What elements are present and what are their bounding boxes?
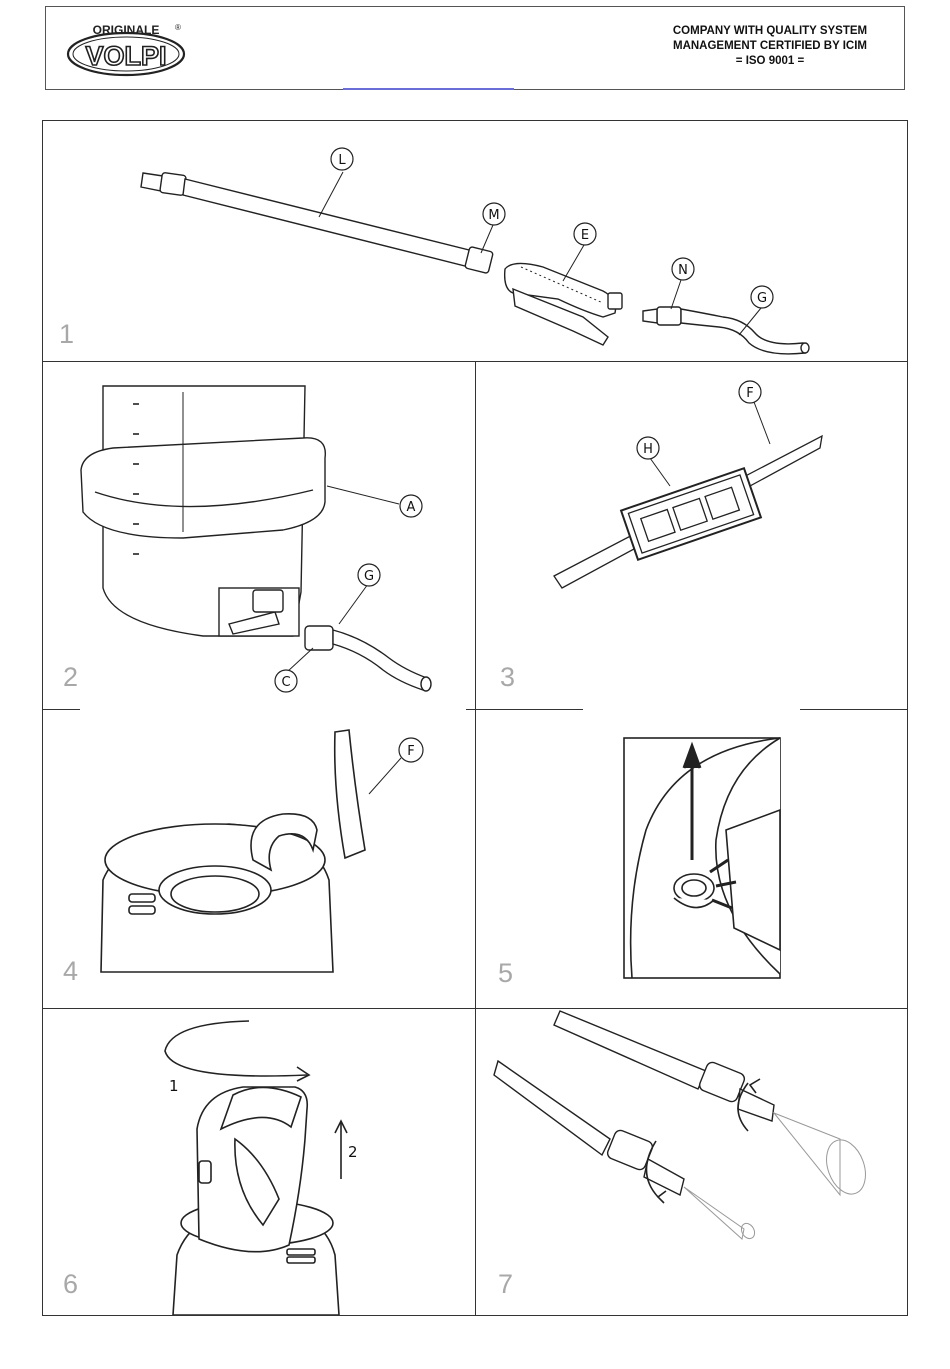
svg-text:M: M [488,208,499,223]
svg-text:E: E [581,228,589,243]
lance-assembly-illustration: L M E N G [43,121,907,361]
svg-text:A: A [407,500,416,515]
callout-C: C [275,670,297,692]
callout-E: E [574,223,596,245]
svg-text:N: N [678,263,688,278]
callout-G: G [751,286,773,308]
panel-6: 1 2 6 [43,1009,475,1315]
panel-number-4: 4 [63,956,78,987]
shoulder-strap-illustration: F H [476,362,907,709]
panel-7: 7 [476,1009,907,1315]
svg-text:C: C [281,675,290,690]
callout-F: F [739,381,761,403]
panel-number-3: 3 [500,662,515,693]
panel-1: L M E N G 1 [43,121,907,361]
cert-line-3: = ISO 9001 = [640,54,900,69]
svg-text:H: H [643,442,653,457]
svg-text:L: L [338,153,346,168]
svg-text:G: G [364,569,374,584]
header-accent-line [343,88,514,90]
callout-F-panel4: F [399,738,423,762]
volpi-logo: ORIGINALE ® VOLPI [66,21,186,77]
cert-line-2: MANAGEMENT CERTIFIED BY ICIM [640,39,900,54]
panel-number-2: 2 [63,662,78,693]
callout-L: L [331,148,353,170]
svg-text:ORIGINALE: ORIGINALE [93,23,160,37]
pump-removal-illustration: 1 2 [43,1009,475,1315]
panel-number-1: 1 [59,319,74,350]
step-1-label: 1 [169,1077,179,1095]
panel-number-5: 5 [498,958,513,989]
document-header: ORIGINALE ® VOLPI COMPANY WITH QUALITY S… [45,6,905,90]
svg-text:F: F [746,386,753,401]
panel-4: F 4 [43,710,475,1008]
step-2-label: 2 [348,1143,358,1161]
callout-H: H [637,437,659,459]
svg-text:®: ® [175,23,181,32]
svg-text:G: G [757,291,767,306]
panel-number-7: 7 [498,1269,513,1300]
panel-2: A G C 2 [43,362,475,709]
panel-5: 5 [476,710,907,1008]
panel-3: F H 3 [476,362,907,709]
callout-N: N [672,258,694,280]
certification-text: COMPANY WITH QUALITY SYSTEM MANAGEMENT C… [640,24,900,69]
tank-base-illustration: A G C [43,362,475,709]
callout-A: A [400,495,422,517]
callout-G-panel2: G [358,564,380,586]
svg-text:F: F [407,744,414,759]
cert-line-1: COMPANY WITH QUALITY SYSTEM [640,24,900,39]
panel-number-6: 6 [63,1269,78,1300]
valve-removal-illustration [476,710,907,1008]
strap-insertion-illustration: F [43,710,475,1008]
nozzle-adjustment-illustration [476,1009,907,1315]
svg-text:VOLPI: VOLPI [85,41,166,71]
callout-M: M [483,203,505,225]
